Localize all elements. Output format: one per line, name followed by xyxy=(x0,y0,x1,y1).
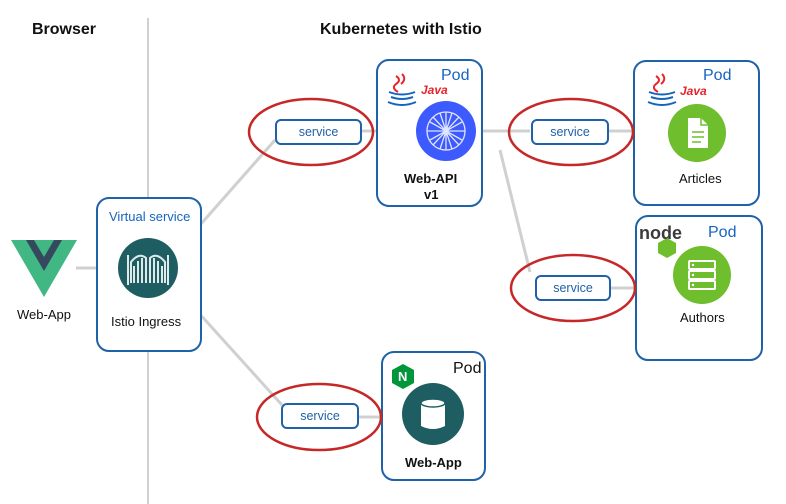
web-app-pod-label: Web-App xyxy=(405,455,462,470)
connector-webapi-service3 xyxy=(498,149,532,273)
java-logo-icon-articles xyxy=(647,73,677,106)
web-api-version-label: v1 xyxy=(424,187,439,202)
web-api-pod-title: Pod xyxy=(441,67,470,84)
authors-pod-title: Pod xyxy=(708,224,737,241)
service-box-articles[interactable]: service xyxy=(531,119,609,145)
service-box-web-app[interactable]: service xyxy=(281,403,359,429)
highlight-ring-service4 xyxy=(255,382,383,452)
virtual-service-title: Virtual service xyxy=(109,209,191,224)
nodejs-label: node xyxy=(639,223,682,243)
cluster-heading: Kubernetes with Istio xyxy=(320,21,482,38)
browser-web-app-label: Web-App xyxy=(17,307,71,322)
web-api-label: Web-API xyxy=(404,171,458,186)
document-icon xyxy=(668,104,726,162)
database-icon xyxy=(402,383,464,445)
nginx-logo-icon xyxy=(392,364,414,389)
java-logo-icon-webapi xyxy=(387,73,417,106)
web-api-java-label: Java xyxy=(421,83,448,97)
highlight-rings xyxy=(247,97,637,452)
nginx-badge-letter: N xyxy=(398,369,408,384)
highlight-ring-service3 xyxy=(509,253,637,323)
server-rack-icon xyxy=(673,246,731,304)
highlight-ring-service2 xyxy=(507,97,635,167)
service-box-web-api[interactable]: service xyxy=(275,119,362,145)
authors-label: Authors xyxy=(680,310,725,325)
articles-java-label: Java xyxy=(680,84,707,98)
browser-heading: Browser xyxy=(32,21,97,38)
nodejs-logo-icon xyxy=(658,238,676,258)
articles-label: Articles xyxy=(679,171,722,186)
network-globe-icon xyxy=(416,101,476,161)
service-box-authors[interactable]: service xyxy=(535,275,611,301)
gate-icon xyxy=(118,238,178,298)
vue-logo-icon xyxy=(11,240,77,297)
istio-ingress-label: Istio Ingress xyxy=(111,314,182,329)
highlight-ring-service1 xyxy=(247,97,375,167)
web-app-pod-title: Pod xyxy=(453,360,482,377)
articles-pod-title: Pod xyxy=(703,67,732,84)
